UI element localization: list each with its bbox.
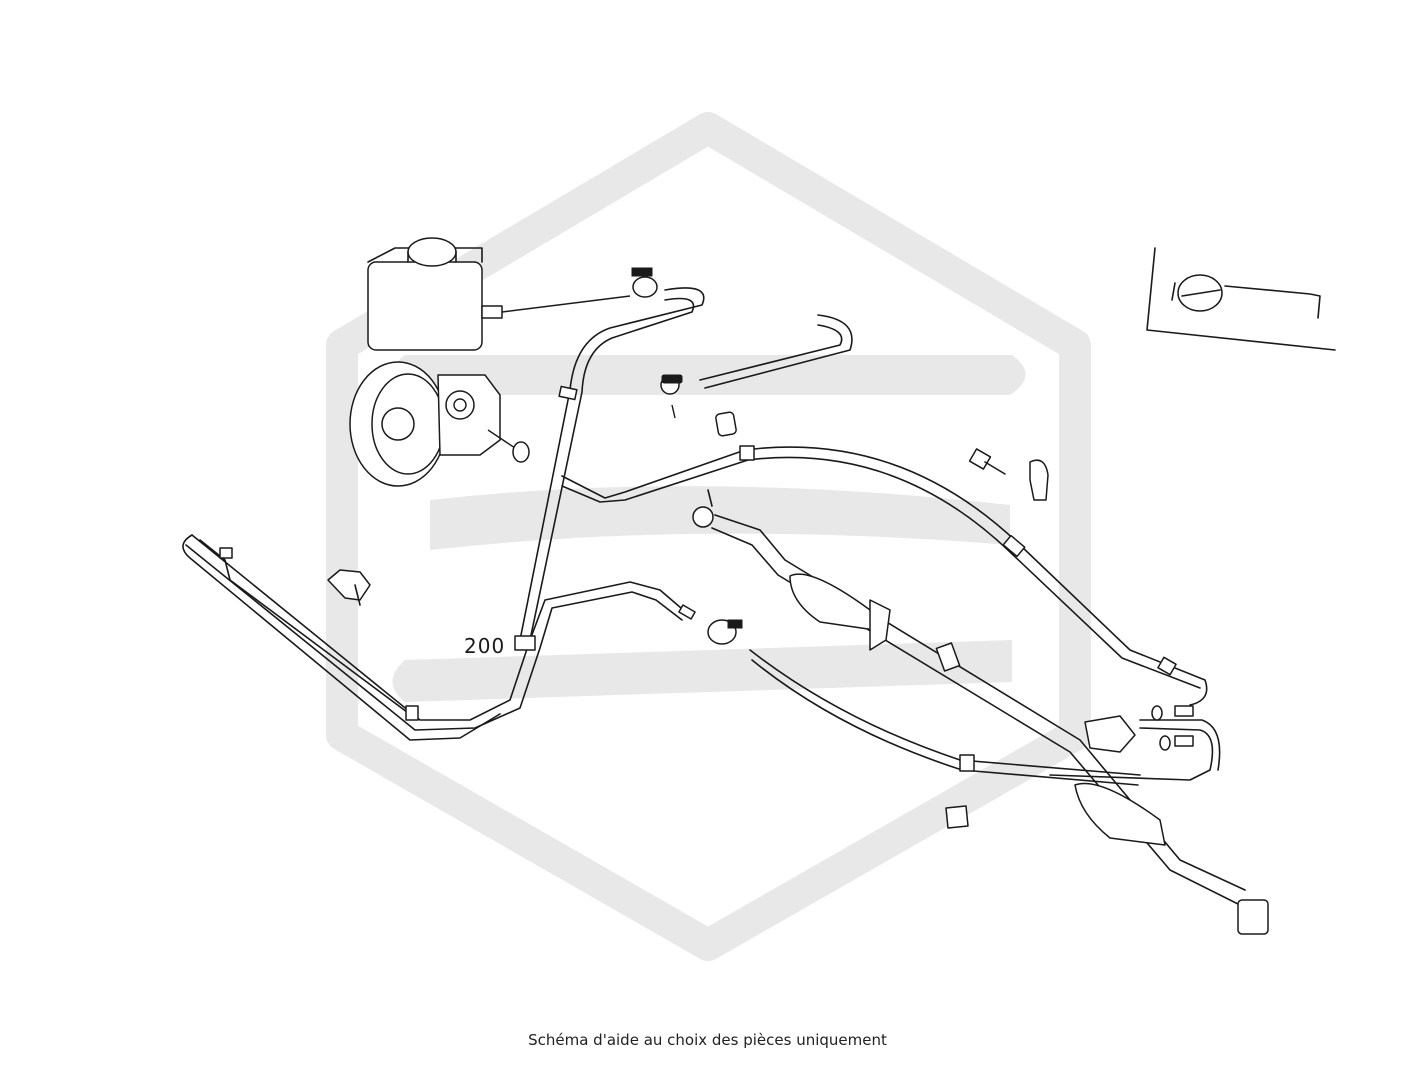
hose-clamp-top xyxy=(631,267,658,298)
steering-pump xyxy=(349,237,503,487)
bracket xyxy=(327,569,371,606)
watermark-logo xyxy=(326,112,1091,961)
pressure-hose xyxy=(561,445,1208,706)
cooler-loop xyxy=(182,534,696,741)
steering-rack xyxy=(692,489,1269,935)
callout-200: 200 xyxy=(464,634,506,658)
rack-feed-line xyxy=(1049,705,1221,781)
return-line xyxy=(707,619,1141,786)
bolt-and-clip xyxy=(968,448,1049,501)
car-orientation-icon xyxy=(1146,247,1336,351)
caption: Schéma d'aide au choix des pièces unique… xyxy=(528,1031,887,1049)
return-hose xyxy=(660,314,853,437)
rubber-grommet xyxy=(945,805,969,829)
o-ring-pump xyxy=(512,441,530,463)
